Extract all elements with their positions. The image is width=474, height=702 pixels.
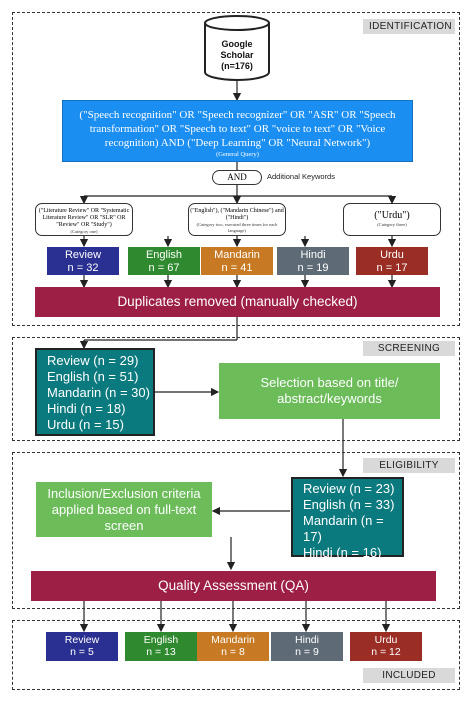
eligible-review-count: Review (n = 23): [303, 481, 395, 496]
screening-phase: [12, 337, 460, 441]
identified-mandarin-label: Mandarin: [214, 249, 260, 261]
screened-hindi-count: Hindi (n = 18): [47, 401, 126, 416]
eligibility-phase: [12, 452, 460, 609]
general-query-text: ("Speech recognition" OR "Speech recogni…: [79, 109, 396, 149]
category-three-text: ("Urdu"): [374, 210, 410, 221]
screened-english-count: English (n = 51): [47, 369, 139, 384]
identified-english-count: n = 67: [148, 262, 180, 274]
category-two-sublabel: (Category two, executed three times for …: [196, 222, 278, 233]
included-mandarin-count: n = 8: [221, 646, 245, 658]
screened-urdu-count: Urdu (n = 15): [47, 417, 124, 432]
category-three-box: ("Urdu") (Category three): [343, 203, 441, 236]
category-two-text: ("English"), ("Mandarin Chinese") and ("…: [190, 208, 284, 221]
screening-tag: SCREENING: [363, 341, 455, 356]
included-english-box: English n = 13: [125, 632, 197, 661]
identified-review-box: Review n = 32: [47, 247, 119, 275]
included-hindi-label: Hindi: [295, 634, 319, 646]
identification-phase: [12, 12, 460, 326]
identified-review-label: Review: [64, 249, 102, 261]
included-mandarin-box: Mandarin n = 8: [197, 632, 269, 661]
additional-keywords-label: Additional Keywords: [267, 172, 335, 181]
screened-review-count: Review (n = 29): [47, 353, 139, 368]
identified-english-box: English n = 67: [128, 247, 200, 275]
identified-english-label: English: [145, 249, 183, 261]
identification-tag: IDENTIFICATION: [363, 19, 455, 34]
source-name-line1: Google: [221, 39, 253, 49]
included-urdu-count: n = 12: [371, 646, 401, 658]
selection-criteria-text: Selection based on title/ abstract/keywo…: [260, 375, 399, 406]
eligible-hindi-count: Hindi (n = 16): [303, 545, 382, 560]
category-three-sublabel: (Category three): [377, 222, 407, 227]
category-two-box: ("English"), ("Mandarin Chinese") and ("…: [188, 203, 286, 236]
eligibility-tag: ELIGIBILITY: [363, 458, 455, 473]
identified-hindi-box: Hindi n = 19: [277, 247, 349, 275]
duplicates-removed-box: Duplicates removed (manually checked): [35, 287, 440, 317]
general-query-box: ("Speech recognition" OR "Speech recogni…: [62, 100, 413, 162]
included-review-count: n = 5: [70, 646, 94, 658]
category-one-sublabel: (Category one): [70, 229, 98, 234]
included-hindi-count: n = 9: [295, 646, 319, 658]
and-pill: AND: [212, 170, 262, 185]
eligible-counts-box: Review (n = 23) English (n = 33) Mandari…: [291, 477, 404, 576]
screened-mandarin-count: Mandarin (n = 30): [47, 385, 150, 400]
included-english-count: n = 13: [146, 646, 176, 658]
included-hindi-box: Hindi n = 9: [271, 632, 343, 661]
included-review-label: Review: [64, 634, 100, 646]
eligible-english-count: English (n = 33): [303, 497, 395, 512]
included-phase: [12, 620, 460, 690]
included-english-label: English: [143, 634, 179, 646]
database-cylinder-icon: [204, 15, 270, 81]
identified-mandarin-count: n = 41: [221, 262, 253, 274]
identified-urdu-count: n = 17: [376, 262, 408, 274]
included-tag: INCLUDED: [363, 668, 455, 683]
eligible-mandarin-count: Mandarin (n = 17): [303, 513, 384, 544]
identified-review-count: n = 32: [67, 262, 99, 274]
included-urdu-box: Urdu n = 12: [350, 632, 422, 661]
identified-hindi-label: Hindi: [300, 249, 326, 261]
included-urdu-label: Urdu: [374, 634, 398, 646]
identified-hindi-count: n = 19: [297, 262, 329, 274]
source-count: (n=176): [221, 61, 253, 71]
identified-urdu-label: Urdu: [380, 249, 404, 261]
screened-counts-box: Review (n = 29) English (n = 51) Mandari…: [35, 348, 155, 436]
inclusion-criteria-box: Inclusion/Exclusion criteria applied bas…: [36, 482, 212, 537]
selection-criteria-box: Selection based on title/ abstract/keywo…: [219, 363, 440, 419]
included-mandarin-label: Mandarin: [211, 634, 255, 646]
identified-urdu-box: Urdu n = 17: [356, 247, 428, 275]
included-review-box: Review n = 5: [46, 632, 118, 661]
quality-assessment-box: Quality Assessment (QA): [31, 571, 436, 601]
general-query-sublabel: (General Query): [216, 151, 259, 158]
source-label: Google Scholar (n=176): [203, 39, 271, 72]
inclusion-criteria-text: Inclusion/Exclusion criteria applied bas…: [47, 485, 201, 533]
category-one-box: ("Literature Review" OR "Systematic Lite…: [35, 203, 133, 236]
category-one-text: ("Literature Review" OR "Systematic Lite…: [38, 208, 130, 228]
identified-mandarin-box: Mandarin n = 41: [201, 247, 273, 275]
source-name-line2: Scholar: [220, 50, 254, 60]
